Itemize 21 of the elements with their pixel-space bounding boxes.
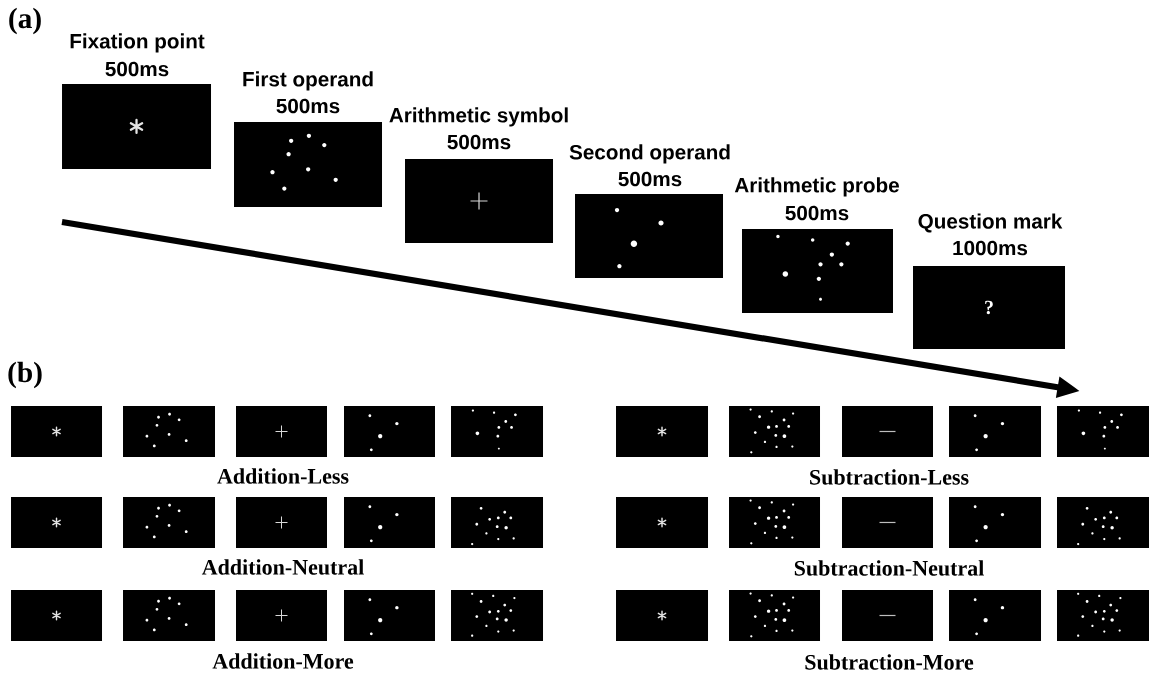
panel-label: (b) xyxy=(8,361,42,389)
condition-label: Subtraction-Neutral xyxy=(794,560,984,576)
condition-label: Subtraction-Less xyxy=(810,469,969,485)
duration-label: 500ms xyxy=(618,171,682,187)
duration-label: 500ms xyxy=(105,61,169,77)
screen-title: Arithmetic symbol xyxy=(389,107,568,127)
duration-label: 1000ms xyxy=(953,240,1028,256)
screen-title: Question mark xyxy=(918,213,1063,233)
duration-label: 500ms xyxy=(785,205,849,221)
condition-label: Addition-More xyxy=(212,653,354,669)
screen-title: Arithmetic probe xyxy=(734,177,899,197)
condition-label: Addition-Neutral xyxy=(201,559,364,575)
duration-label: 500ms xyxy=(447,134,511,150)
screen-title: Fixation point xyxy=(70,33,205,53)
condition-label: Addition-Less xyxy=(217,468,349,484)
condition-label: Subtraction-More xyxy=(805,654,974,670)
stimulus-screen: ? xyxy=(913,266,1065,349)
duration-label: 500ms xyxy=(276,98,340,114)
screen-title: First operand xyxy=(243,71,373,91)
panel-label: (a) xyxy=(9,7,41,35)
screen-title: Second operand xyxy=(569,144,730,164)
